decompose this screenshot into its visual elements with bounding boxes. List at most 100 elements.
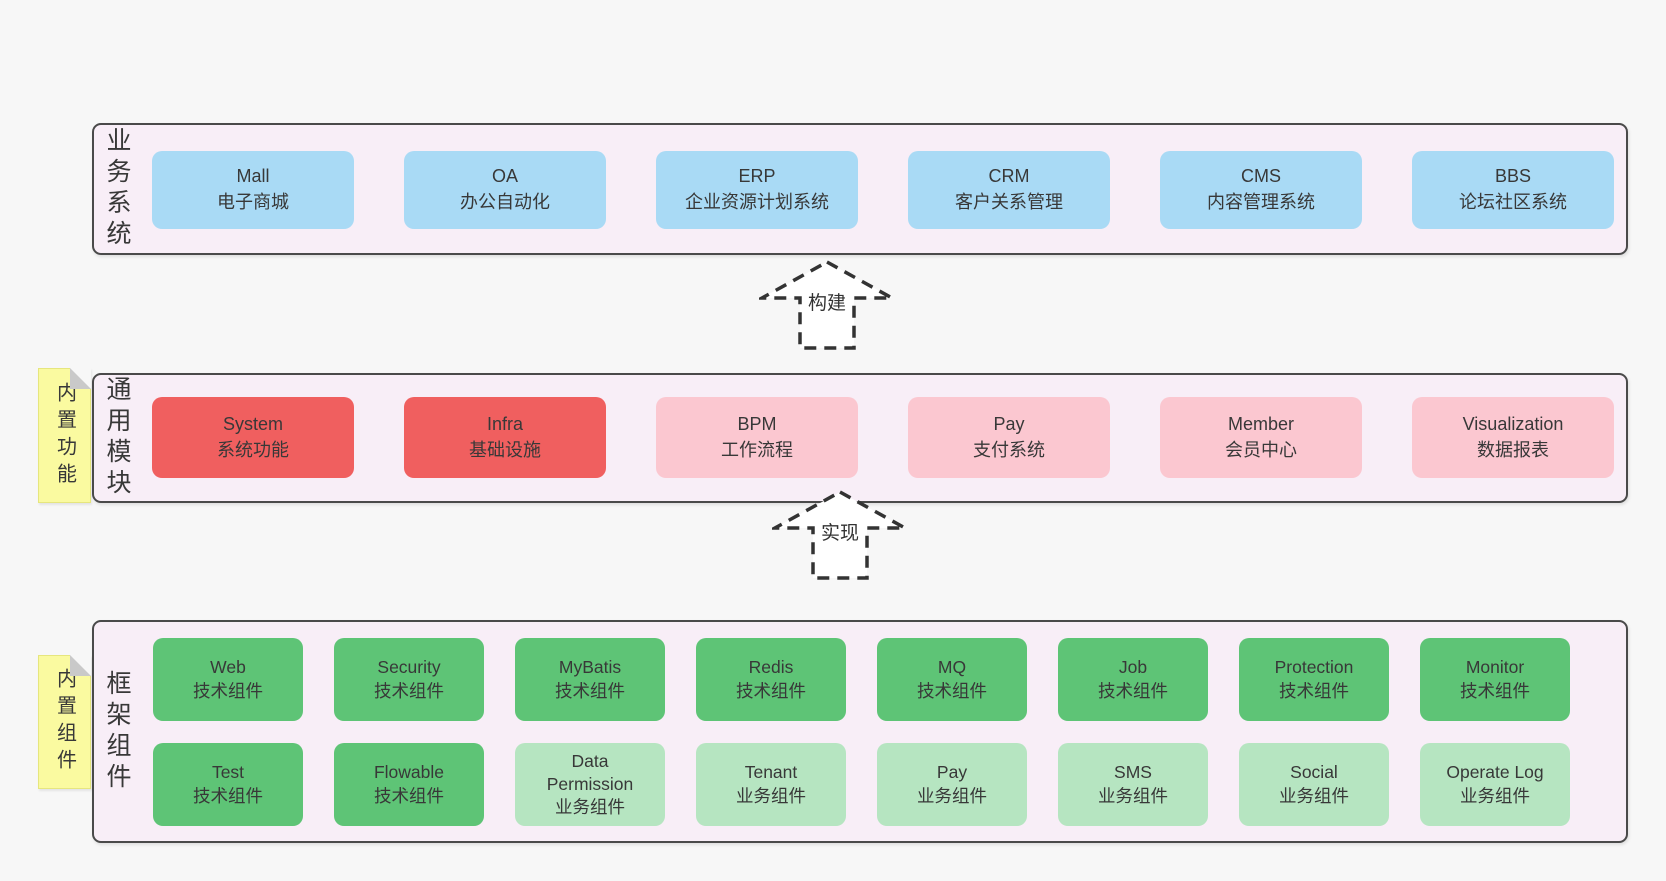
box-subtitle: 业务组件 <box>1098 785 1168 806</box>
box-name: System <box>222 413 283 434</box>
box-name: Operate Log <box>1446 762 1544 783</box>
box-name: Security <box>377 657 441 678</box>
box-subtitle: 工作流程 <box>721 439 793 460</box>
box-cms: CMS 内容管理系统 <box>1160 151 1362 229</box>
box-test: Test 技术组件 <box>153 743 303 826</box>
box-name: Pay <box>993 413 1025 434</box>
box-member: Member 会员中心 <box>1160 397 1362 478</box>
box-name: Job <box>1118 657 1148 678</box>
box-crm: CRM 客户关系管理 <box>908 151 1110 229</box>
box-name: Social <box>1290 762 1338 783</box>
box-subtitle: 技术组件 <box>736 680 806 701</box>
box-subtitle: 技术组件 <box>1279 680 1349 701</box>
framework-box-row-2: Test 技术组件 Flowable 技术组件 Data Permission … <box>153 743 1570 826</box>
box-tenant: Tenant 业务组件 <box>696 743 846 826</box>
box-name: CRM <box>988 166 1030 187</box>
box-subtitle: 数据报表 <box>1477 439 1549 460</box>
build-arrow-label: 构建 <box>808 292 846 314</box>
box-subtitle: 客户关系管理 <box>955 192 1063 212</box>
box-mall: Mall 电子商城 <box>152 151 354 229</box>
box-name: Tenant <box>744 762 798 783</box>
box-monitor: Monitor 技术组件 <box>1420 638 1570 721</box>
box-subtitle: 内容管理系统 <box>1207 192 1315 212</box>
sticky-note-built-in-features: 内置功能 <box>38 368 91 503</box>
box-name: Pay <box>936 762 968 783</box>
layer-common-modules: 通用模块 System 系统功能 Infra 基础设施 BPM 工作流程 Pay… <box>92 373 1628 503</box>
layer-business-systems: 业务系统 Mall 电子商城 OA 办公自动化 ERP 企业资源计划系统 CRM… <box>92 123 1628 255</box>
box-subtitle: 基础设施 <box>469 439 541 460</box>
implement-arrow-label: 实现 <box>821 522 859 544</box>
box-web: Web 技术组件 <box>153 638 303 721</box>
box-social: Social 业务组件 <box>1239 743 1389 826</box>
box-name: Flowable <box>373 762 445 783</box>
box-subtitle: 技术组件 <box>1460 680 1530 701</box>
box-subtitle: 业务组件 <box>917 785 987 806</box>
box-name: BPM <box>737 413 777 434</box>
box-flowable: Flowable 技术组件 <box>334 743 484 826</box>
box-name: CMS <box>1241 166 1281 187</box>
box-protection: Protection 技术组件 <box>1239 638 1389 721</box>
box-name: MyBatis <box>558 657 622 678</box>
modules-box-row: System 系统功能 Infra 基础设施 BPM 工作流程 Pay 支付系统… <box>152 397 1614 478</box>
box-name: Mall <box>236 166 270 187</box>
box-subtitle: 业务组件 <box>555 797 625 818</box>
box-data-permission: Data Permission 业务组件 <box>515 743 665 826</box>
box-redis: Redis 技术组件 <box>696 638 846 721</box>
box-subtitle: 电子商城 <box>217 192 289 212</box>
box-name: Data Permission <box>546 750 634 794</box>
implement-arrow-icon: 实现 <box>772 489 908 580</box>
box-name: ERP <box>738 166 776 187</box>
box-name: Web <box>210 657 246 678</box>
box-subtitle: 业务组件 <box>736 785 806 806</box>
box-bbs: BBS 论坛社区系统 <box>1412 151 1614 229</box>
box-subtitle: 业务组件 <box>1460 785 1530 806</box>
layer-framework-components: 框架组件 Web 技术组件 Security 技术组件 MyBatis 技术组件… <box>92 620 1628 843</box>
box-name: Test <box>211 762 245 783</box>
box-pay-module: Pay 支付系统 <box>908 397 1110 478</box>
sticky-note-built-in-components: 内置组件 <box>38 655 91 789</box>
framework-box-row-1: Web 技术组件 Security 技术组件 MyBatis 技术组件 Redi… <box>153 638 1570 721</box>
box-subtitle: 技术组件 <box>374 680 444 701</box>
box-operate-log: Operate Log 业务组件 <box>1420 743 1570 826</box>
box-subtitle: 技术组件 <box>193 785 263 806</box>
sticky-note-label: 内置功能 <box>53 381 76 490</box>
layer-label-common-modules: 通用模块 <box>103 376 131 500</box>
box-erp: ERP 企业资源计划系统 <box>656 151 858 229</box>
box-subtitle: 企业资源计划系统 <box>685 192 829 212</box>
box-name: OA <box>491 166 518 187</box>
box-mybatis: MyBatis 技术组件 <box>515 638 665 721</box>
box-name: SMS <box>1114 762 1152 783</box>
box-security: Security 技术组件 <box>334 638 484 721</box>
box-name: Member <box>1227 413 1294 434</box>
business-box-row: Mall 电子商城 OA 办公自动化 ERP 企业资源计划系统 CRM 客户关系… <box>152 151 1614 229</box>
box-name: Redis <box>748 657 794 678</box>
box-subtitle: 系统功能 <box>217 439 289 460</box>
sticky-note-label: 内置组件 <box>53 668 76 776</box>
box-name: BBS <box>1494 166 1532 187</box>
box-subtitle: 论坛社区系统 <box>1459 192 1567 212</box>
box-name: Protection <box>1274 657 1354 678</box>
layer-label-business-systems: 业务系统 <box>103 127 131 251</box>
box-mq: MQ 技术组件 <box>877 638 1027 721</box>
box-subtitle: 业务组件 <box>1279 785 1349 806</box>
box-job: Job 技术组件 <box>1058 638 1208 721</box>
box-name: Monitor <box>1465 657 1525 678</box>
box-subtitle: 支付系统 <box>973 439 1045 460</box>
box-subtitle: 办公自动化 <box>460 192 550 212</box>
box-subtitle: 技术组件 <box>193 680 263 701</box>
box-subtitle: 技术组件 <box>555 680 625 701</box>
box-pay-component: Pay 业务组件 <box>877 743 1027 826</box>
box-name: Visualization <box>1462 413 1564 434</box>
box-subtitle: 会员中心 <box>1225 439 1297 460</box>
layer-label-framework-components: 框架组件 <box>103 669 131 794</box>
box-visualization: Visualization 数据报表 <box>1412 397 1614 478</box>
box-sms: SMS 业务组件 <box>1058 743 1208 826</box>
box-subtitle: 技术组件 <box>374 785 444 806</box>
box-bpm: BPM 工作流程 <box>656 397 858 478</box>
box-oa: OA 办公自动化 <box>404 151 606 229</box>
build-arrow-icon: 构建 <box>759 259 895 350</box>
box-subtitle: 技术组件 <box>917 680 987 701</box>
box-name: Infra <box>486 413 524 434</box>
box-name: MQ <box>937 657 967 678</box>
